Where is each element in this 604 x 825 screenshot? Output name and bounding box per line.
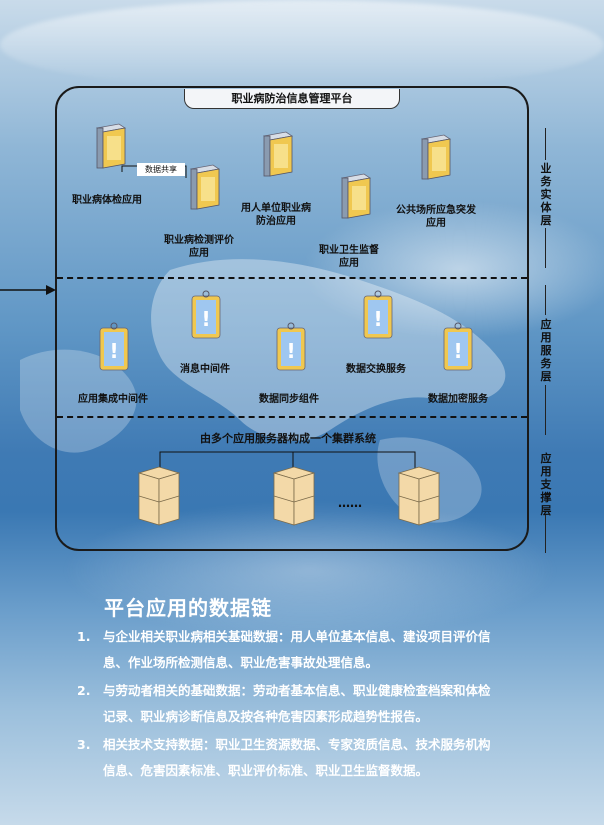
business-app-label: 公共场所应急突发 应用 — [396, 205, 476, 229]
service-badge-icon: ! — [276, 322, 306, 371]
layer-label-service: 应用服务层 — [540, 318, 552, 383]
app-box-icon — [340, 173, 372, 219]
app-box-icon — [95, 123, 127, 169]
svg-text:!: ! — [453, 339, 462, 363]
service-label: 消息中间件 — [180, 364, 230, 375]
service-label: 数据加密服务 — [428, 394, 488, 405]
layer-label-support: 应用支撑层 — [540, 452, 552, 517]
list-item: 1.与企业相关职业病相关基础数据：用人单位基本信息、建设项目评价信 息、作业场所… — [77, 629, 491, 670]
svg-text:!: ! — [109, 339, 118, 363]
service-label: 应用集成中间件 — [78, 394, 148, 405]
arrow-right-icon — [0, 285, 56, 295]
app-box-icon — [189, 164, 221, 210]
service-badge-icon: ! — [99, 322, 129, 371]
svg-text:!: ! — [201, 307, 210, 331]
service-badge-icon: ! — [443, 322, 473, 371]
list-item: 2.与劳动者相关的基础数据：劳动者基本信息、职业健康检查档案和体检 记录、职业病… — [77, 683, 491, 724]
layer-divider-1 — [57, 277, 527, 279]
server-icon — [137, 466, 181, 526]
server-icon — [272, 466, 316, 526]
business-app-label: 职业卫生监督 应用 — [319, 245, 379, 269]
ellipsis: …… — [338, 496, 362, 510]
platform-title: 职业病防治信息管理平台 — [184, 89, 400, 109]
service-label: 数据同步组件 — [259, 394, 319, 405]
business-app-label: 职业病体检应用 — [72, 195, 142, 206]
platform-frame — [55, 86, 529, 551]
layer-divider-2 — [57, 416, 527, 418]
list-item: 3.相关技术支持数据：职业卫生资源数据、专家资质信息、技术服务机构 信息、危害因… — [77, 737, 491, 778]
business-app-label: 职业病检测评价 应用 — [164, 235, 234, 259]
service-label: 数据交换服务 — [346, 364, 406, 375]
business-app-label: 用人单位职业病 防治应用 — [241, 203, 311, 227]
layer-label-business: 业务实体层 — [540, 162, 552, 227]
server-icon — [397, 466, 441, 526]
cluster-connector — [159, 451, 416, 468]
service-badge-icon: ! — [363, 290, 393, 339]
svg-text:!: ! — [286, 339, 295, 363]
section-heading: 平台应用的数据链 — [104, 596, 272, 620]
svg-text:!: ! — [373, 307, 382, 331]
data-share-label: 数据共享 — [137, 163, 185, 176]
app-box-icon — [420, 134, 452, 180]
service-badge-icon: ! — [191, 290, 221, 339]
cluster-label: 由多个应用服务器构成一个集群系统 — [200, 432, 376, 445]
app-box-icon — [262, 131, 294, 177]
